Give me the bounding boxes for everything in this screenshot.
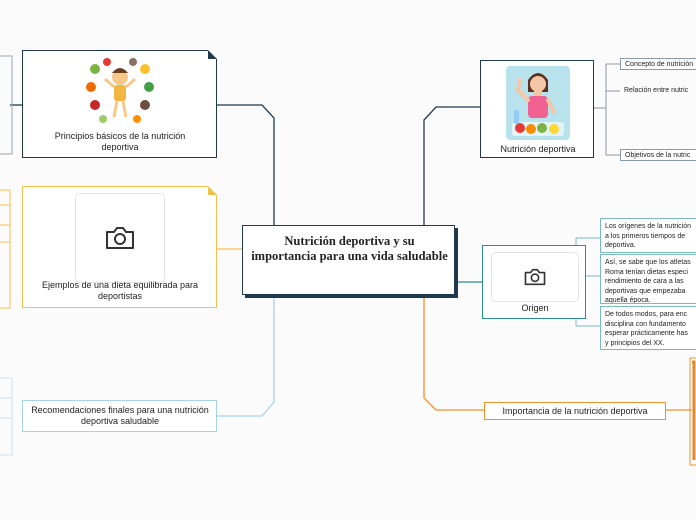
fold-corner bbox=[208, 186, 217, 195]
connector-principios bbox=[216, 104, 275, 225]
connector-nutricion bbox=[423, 106, 480, 225]
topic-ejemplos-label: Ejemplos de una dieta equilibrada para d… bbox=[41, 280, 199, 301]
note-origen-3: De todos modos, para enc disciplina con … bbox=[600, 306, 696, 350]
food-figure-illustration-icon bbox=[86, 58, 154, 123]
central-topic-title: Nutrición deportiva y su importancia par… bbox=[251, 234, 448, 263]
topic-principios[interactable]: Principios básicos de la nutrición depor… bbox=[22, 50, 217, 158]
topic-importancia[interactable]: Importancia de la nutrición deportiva bbox=[484, 402, 666, 420]
partial-box-left-bottom bbox=[0, 377, 13, 456]
connector-nutricion-children bbox=[594, 63, 620, 156]
topic-ejemplos[interactable]: Ejemplos de una dieta equilibrada para d… bbox=[22, 186, 217, 308]
topic-nutricion-deportiva-label: Nutrición deportiva bbox=[500, 144, 576, 154]
image-placeholder bbox=[491, 252, 579, 302]
fold-corner bbox=[208, 50, 217, 59]
topic-recomendaciones[interactable]: Recomendaciones finales para una nutrici… bbox=[22, 400, 217, 432]
topic-origen[interactable]: Origen bbox=[482, 245, 586, 319]
athlete-woman-illustration-icon bbox=[506, 66, 570, 140]
topic-origen-label: Origen bbox=[521, 303, 549, 313]
subtopic-concepto[interactable]: Concepto de nutrición bbox=[620, 58, 696, 70]
subtopic-relacion[interactable]: Relación entre nutric bbox=[624, 87, 689, 94]
topic-importancia-label: Importancia de la nutrición deportiva bbox=[502, 406, 648, 416]
partial-box-right-bottom bbox=[689, 357, 696, 466]
subtopic-objetivos[interactable]: Objetivos de la nutric bbox=[620, 149, 696, 161]
note-origen-2: Así, se sabe que los atletas Roma tenían… bbox=[600, 254, 696, 304]
note-origen-1: Los orígenes de la nutrición a los prime… bbox=[600, 218, 696, 253]
camera-icon bbox=[106, 227, 134, 249]
partial-box-right-bottom-inner bbox=[692, 360, 696, 460]
topic-principios-label: Principios básicos de la nutrición depor… bbox=[54, 131, 186, 152]
partial-lines-left-middle bbox=[0, 204, 10, 243]
image-placeholder bbox=[75, 193, 165, 283]
connector-recomendaciones bbox=[216, 295, 275, 417]
partial-box-left-top bbox=[0, 55, 13, 155]
connector-importancia bbox=[423, 295, 484, 411]
partial-lines-left-bottom bbox=[0, 397, 12, 419]
topic-recomendaciones-label: Recomendaciones finales para una nutrici… bbox=[31, 405, 209, 426]
camera-icon bbox=[524, 268, 546, 286]
central-topic[interactable]: Nutrición deportiva y su importancia par… bbox=[242, 225, 455, 295]
partial-box-left-middle bbox=[0, 189, 11, 309]
topic-nutricion-deportiva[interactable]: Nutrición deportiva bbox=[480, 60, 594, 158]
